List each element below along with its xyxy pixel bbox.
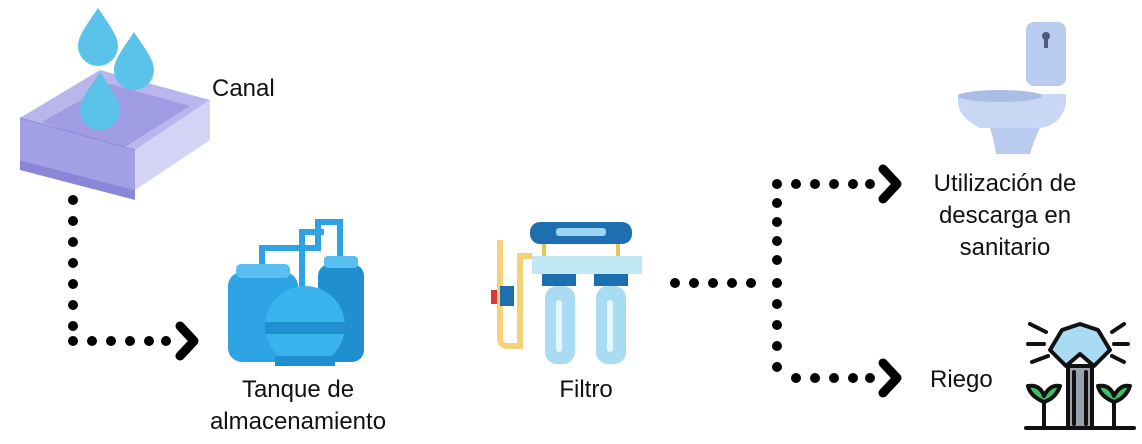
label-irrigation: Riego — [930, 364, 993, 396]
label-filter: Filtro — [546, 374, 626, 406]
arrow-head-tank — [180, 326, 194, 356]
connector-to-toilet — [791, 179, 875, 189]
connector-to-irrigation — [791, 373, 875, 383]
label-canal: Canal — [212, 73, 275, 105]
canal-icon — [20, 70, 210, 200]
toilet-icon — [958, 22, 1066, 154]
connector-canal-tank — [68, 195, 171, 346]
arrow-head-irrigation — [883, 363, 897, 393]
connector-filter-branch — [670, 179, 782, 372]
label-toilet-use: Utilización de descarga en sanitario — [905, 168, 1105, 264]
storage-tank-icon — [228, 222, 364, 366]
water-filter-icon — [491, 222, 642, 364]
sprinkler-icon — [1026, 324, 1134, 428]
label-storage-tank: Tanque de almacenamiento — [188, 374, 408, 438]
arrow-head-toilet — [883, 169, 897, 199]
